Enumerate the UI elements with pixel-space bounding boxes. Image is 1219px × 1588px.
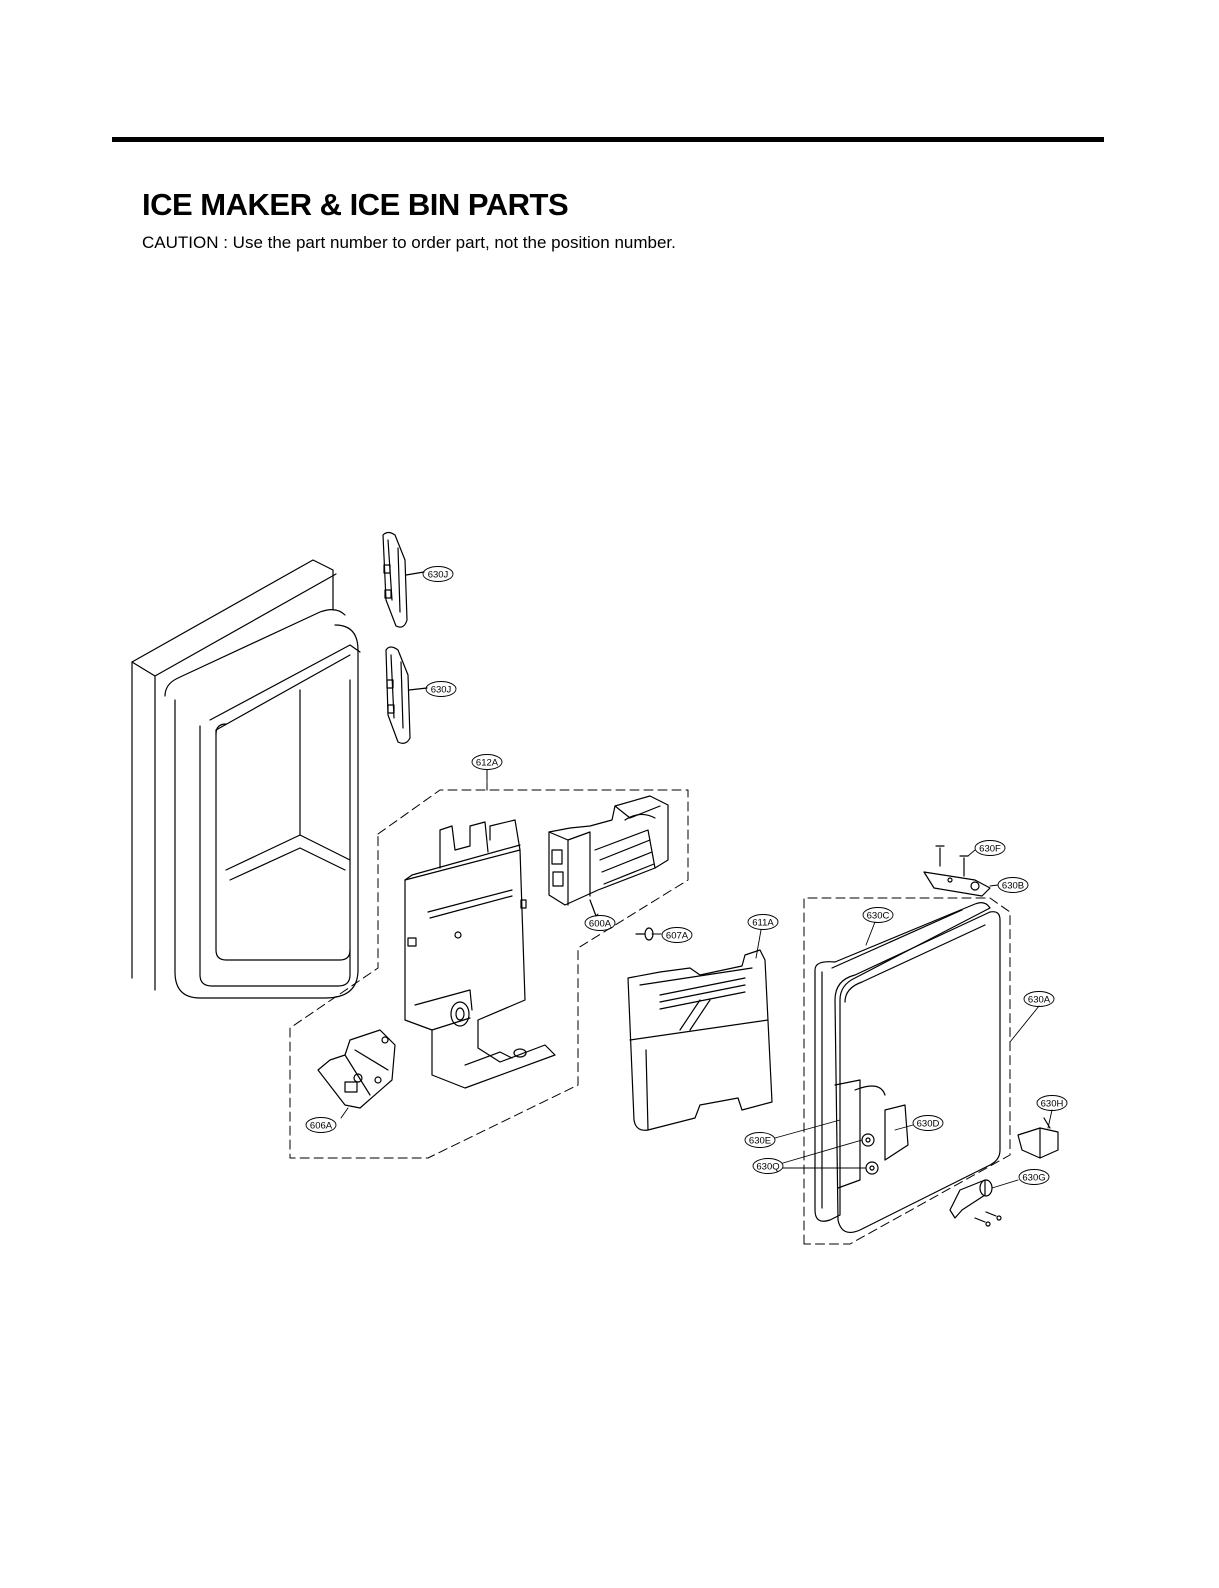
part-630J-cap-top	[382, 531, 425, 628]
svg-text:630G: 630G	[1022, 1173, 1045, 1184]
svg-text:630H: 630H	[1041, 1099, 1064, 1110]
svg-text:600A: 600A	[589, 919, 612, 930]
svg-text:630B: 630B	[1002, 881, 1024, 892]
part-630H	[1017, 1117, 1059, 1159]
part-600A-ice-maker	[548, 795, 669, 917]
part-630B-hinge	[923, 871, 991, 897]
caution-note: CAUTION : Use the part number to order p…	[142, 233, 676, 252]
svg-text:630D: 630D	[917, 1119, 940, 1130]
svg-text:607A: 607A	[666, 931, 689, 942]
header-rule	[112, 137, 1104, 142]
leader-lines	[340, 769, 1053, 1189]
callout-630G: 630G	[1018, 1169, 1050, 1185]
callout-630F: 630F	[974, 840, 1006, 856]
assembly-630A-boundary	[803, 897, 1011, 1245]
door-frame-drawing	[131, 559, 361, 999]
callout-630A: 630A	[1023, 991, 1055, 1007]
callout-600A: 600A	[584, 915, 616, 931]
svg-text:630C: 630C	[867, 911, 890, 922]
callout-630H: 630H	[1036, 1095, 1068, 1111]
svg-text:612A: 612A	[476, 758, 499, 769]
part-630J-cap-bottom	[385, 646, 428, 744]
svg-text:630F: 630F	[979, 844, 1001, 855]
svg-text:630E: 630E	[749, 1136, 771, 1147]
svg-text:611A: 611A	[752, 918, 774, 929]
callout-611A: 611A	[747, 914, 779, 930]
part-606A	[317, 1029, 396, 1109]
callout-630J-bottom: 630J	[425, 681, 457, 697]
svg-text:606A: 606A	[310, 1121, 333, 1132]
part-630A-door	[834, 911, 1001, 1233]
part-611A-ice-bin-cover	[627, 949, 773, 1131]
callout-630D: 630D	[912, 1115, 944, 1131]
callout-606A: 606A	[305, 1117, 337, 1133]
part-630G-bracket	[949, 1179, 1002, 1227]
callout-612A: 612A	[471, 754, 503, 770]
page-title: ICE MAKER & ICE BIN PARTS	[142, 187, 569, 222]
part-607A-screw	[635, 927, 654, 941]
callout-630C: 630C	[862, 907, 894, 923]
svg-text:630J: 630J	[431, 685, 452, 696]
callout-630E: 630E	[744, 1132, 776, 1148]
part-630F-screws	[935, 845, 969, 877]
callout-630B: 630B	[997, 877, 1029, 893]
svg-text:630A: 630A	[1028, 995, 1051, 1006]
ice-maker-bracket-drawing	[404, 819, 556, 1089]
part-630C-gasket	[814, 902, 991, 1222]
callout-630Q: 630Q	[752, 1158, 784, 1174]
svg-text:630Q: 630Q	[756, 1162, 779, 1173]
callout-630J-top: 630J	[422, 566, 454, 582]
svg-text:630J: 630J	[428, 570, 449, 581]
callout-607A: 607A	[661, 927, 693, 943]
